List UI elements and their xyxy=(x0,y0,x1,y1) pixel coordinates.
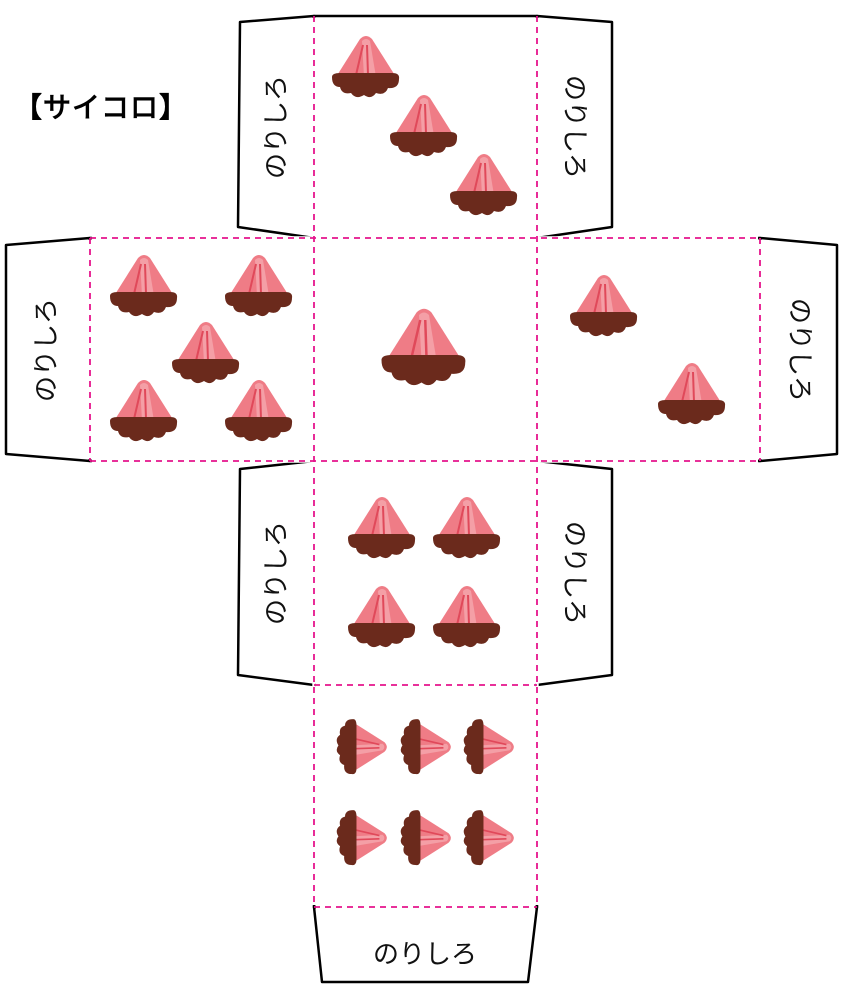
right-face-outline xyxy=(535,236,762,463)
tab-label-bottom: のりしろ xyxy=(373,940,477,970)
sheet-title: 【サイコロ】 xyxy=(14,91,189,124)
tab-label-far-right: のりしろ xyxy=(784,298,814,402)
tab-label-mid-left: のりしろ xyxy=(262,521,292,625)
fold-lines xyxy=(89,16,761,908)
tab-label-top-left: のりしろ xyxy=(262,75,292,179)
lower-face-outline xyxy=(312,459,539,687)
tab-label-mid-right: のりしろ xyxy=(559,521,589,625)
bottom-face-outline xyxy=(312,683,539,909)
tab-label-top-right: のりしろ xyxy=(559,75,589,179)
tab-label-far-left: のりしろ xyxy=(32,298,62,402)
glue-tab-labels: のりしろ のりしろ のりしろ のりしろ のりしろ のりしろ のりしろ xyxy=(32,75,814,970)
